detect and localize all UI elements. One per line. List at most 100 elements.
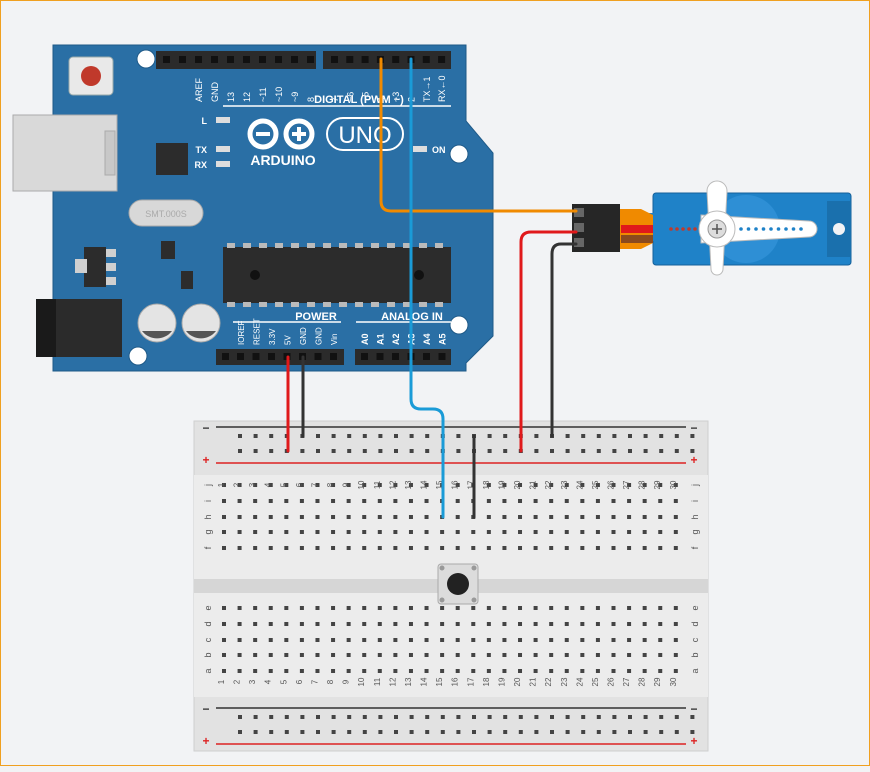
breadboard-hole[interactable] xyxy=(424,669,429,673)
rail-hole[interactable] xyxy=(472,715,476,719)
breadboard-hole[interactable] xyxy=(471,669,476,673)
breadboard-hole[interactable] xyxy=(393,669,398,673)
breadboard-hole[interactable] xyxy=(642,606,647,610)
breadboard-hole[interactable] xyxy=(486,483,491,487)
breadboard-hole[interactable] xyxy=(440,653,445,657)
breadboard-hole[interactable] xyxy=(408,669,413,673)
breadboard-hole[interactable] xyxy=(222,653,226,657)
wire-orange-signal[interactable] xyxy=(379,57,578,213)
rail-hole[interactable] xyxy=(253,449,258,453)
rail-hole[interactable] xyxy=(238,715,242,719)
breadboard-hole[interactable] xyxy=(440,546,445,550)
breadboard-hole[interactable] xyxy=(564,530,569,534)
digital-socket[interactable] xyxy=(243,56,250,63)
breadboard-hole[interactable] xyxy=(611,530,616,534)
breadboard-hole[interactable] xyxy=(331,483,336,487)
breadboard-hole[interactable] xyxy=(595,622,600,626)
rail-hole[interactable] xyxy=(316,730,320,734)
breadboard-hole[interactable] xyxy=(315,606,320,610)
breadboard-hole[interactable] xyxy=(253,483,258,487)
breadboard-hole[interactable] xyxy=(315,530,320,534)
breadboard-hole[interactable] xyxy=(533,515,538,519)
breadboard-hole[interactable] xyxy=(253,546,258,550)
rail-hole[interactable] xyxy=(440,715,445,719)
analog-socket[interactable] xyxy=(376,353,384,360)
rail-hole[interactable] xyxy=(238,434,242,438)
breadboard-hole[interactable] xyxy=(315,622,320,626)
breadboard-hole[interactable] xyxy=(299,669,304,673)
rail-hole[interactable] xyxy=(300,449,305,453)
breadboard-hole[interactable] xyxy=(564,653,569,657)
breadboard-hole[interactable] xyxy=(580,669,585,673)
rail-hole[interactable] xyxy=(347,730,352,734)
rail-hole[interactable] xyxy=(628,449,632,453)
breadboard-hole[interactable] xyxy=(486,638,491,642)
digital-socket[interactable] xyxy=(227,56,234,63)
rail-hole[interactable] xyxy=(456,449,461,453)
breadboard-hole[interactable] xyxy=(673,622,678,626)
breadboard-hole[interactable] xyxy=(502,622,507,626)
breadboard-hole[interactable] xyxy=(564,622,569,626)
breadboard-hole[interactable] xyxy=(299,499,304,503)
breadboard-hole[interactable] xyxy=(408,653,413,657)
breadboard-hole[interactable] xyxy=(408,483,413,487)
power-socket[interactable] xyxy=(222,353,229,360)
rail-hole[interactable] xyxy=(534,730,539,734)
analog-socket[interactable] xyxy=(423,353,430,360)
breadboard-hole[interactable] xyxy=(222,483,226,487)
breadboard-hole[interactable] xyxy=(315,483,320,487)
breadboard-hole[interactable] xyxy=(268,499,273,503)
breadboard-hole[interactable] xyxy=(611,606,616,610)
breadboard-hole[interactable] xyxy=(518,622,523,626)
breadboard-hole[interactable] xyxy=(331,499,336,503)
breadboard-hole[interactable] xyxy=(331,622,336,626)
rail-hole[interactable] xyxy=(331,730,336,734)
breadboard-hole[interactable] xyxy=(455,515,460,519)
breadboard-hole[interactable] xyxy=(611,622,616,626)
breadboard-hole[interactable] xyxy=(455,638,460,642)
digital-socket[interactable] xyxy=(361,56,369,63)
breadboard-hole[interactable] xyxy=(346,530,351,534)
rail-hole[interactable] xyxy=(487,434,492,438)
breadboard-hole[interactable] xyxy=(408,530,413,534)
rail-hole[interactable] xyxy=(596,730,601,734)
breadboard-hole[interactable] xyxy=(362,530,367,534)
breadboard-hole[interactable] xyxy=(518,530,523,534)
breadboard-hole[interactable] xyxy=(299,606,304,610)
breadboard-hole[interactable] xyxy=(222,515,226,519)
rail-hole[interactable] xyxy=(612,434,617,438)
breadboard-hole[interactable] xyxy=(253,622,258,626)
breadboard-hole[interactable] xyxy=(642,530,647,534)
rail-hole[interactable] xyxy=(596,715,601,719)
breadboard-hole[interactable] xyxy=(346,606,351,610)
breadboard-hole[interactable] xyxy=(284,515,289,519)
rail-hole[interactable] xyxy=(581,434,586,438)
rail-hole[interactable] xyxy=(674,449,679,453)
rail-hole[interactable] xyxy=(409,715,414,719)
rail-hole[interactable] xyxy=(394,715,398,719)
breadboard-hole[interactable] xyxy=(284,499,289,503)
rail-hole[interactable] xyxy=(565,449,570,453)
breadboard-hole[interactable] xyxy=(440,606,445,610)
wire-red-servo[interactable] xyxy=(519,230,578,453)
rail-hole[interactable] xyxy=(425,434,430,438)
rail-hole[interactable] xyxy=(425,715,430,719)
breadboard-hole[interactable] xyxy=(455,546,460,550)
rail-hole[interactable] xyxy=(612,730,617,734)
rail-hole[interactable] xyxy=(487,730,492,734)
rail-hole[interactable] xyxy=(534,434,539,438)
rail-hole[interactable] xyxy=(503,715,508,719)
breadboard-hole[interactable] xyxy=(549,669,554,673)
rail-hole[interactable] xyxy=(628,434,632,438)
breadboard-hole[interactable] xyxy=(331,515,336,519)
breadboard-hole[interactable] xyxy=(268,606,273,610)
breadboard-hole[interactable] xyxy=(377,638,382,642)
breadboard-hole[interactable] xyxy=(595,530,600,534)
breadboard-hole[interactable] xyxy=(502,499,507,503)
rail-hole[interactable] xyxy=(378,434,383,438)
breadboard-hole[interactable] xyxy=(518,483,523,487)
rail-hole[interactable] xyxy=(269,449,274,453)
breadboard-hole[interactable] xyxy=(284,483,289,487)
breadboard-hole[interactable] xyxy=(486,530,491,534)
digital-socket[interactable] xyxy=(307,56,314,63)
